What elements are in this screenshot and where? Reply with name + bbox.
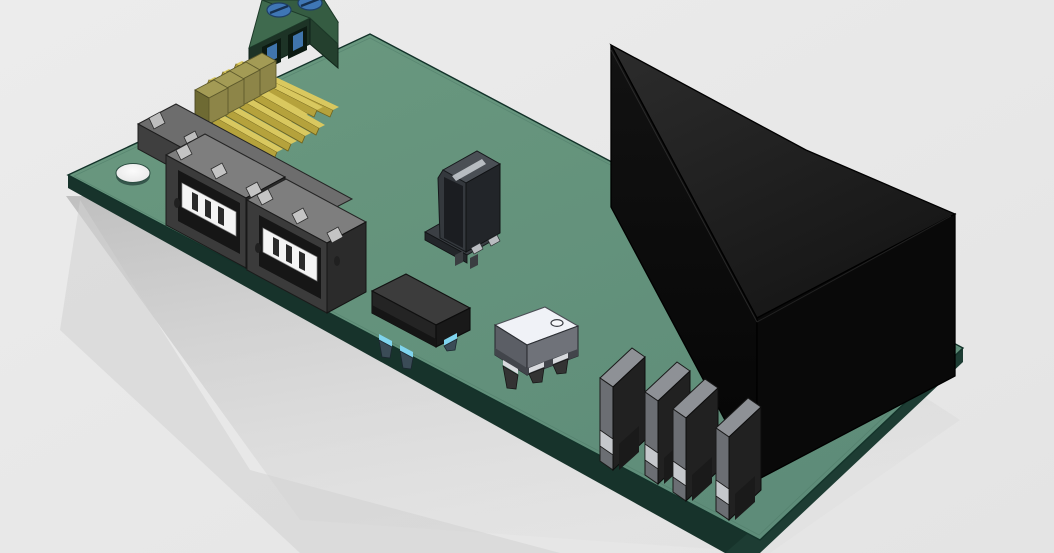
terminal-screw-2 — [297, 0, 323, 11]
usb-c-connector — [423, 150, 502, 269]
mounting-hole — [115, 163, 151, 186]
header-body-4 — [194, 79, 229, 125]
pin-one-dot — [550, 319, 564, 328]
header-pin-row-front — [211, 90, 325, 160]
usb-a-connector-pair — [136, 103, 368, 314]
soic-ic-white — [493, 306, 580, 390]
to220-upright-device-4 — [715, 397, 762, 522]
usb-a-port-2 — [245, 178, 368, 314]
usbc-solder-tabs — [470, 234, 501, 255]
header-plastic-bodies — [194, 52, 277, 125]
terminal-screw-1 — [266, 2, 292, 18]
usbc-shell-right — [465, 163, 501, 253]
to220-upright-row — [599, 347, 762, 522]
terminal-block-rear — [261, 0, 339, 46]
to220-upright-device-1 — [599, 347, 646, 472]
usbc-edge-highlight — [452, 159, 486, 181]
ic-white-pins — [502, 353, 569, 390]
ic-black-pins — [378, 333, 458, 370]
right-angle-pin-header — [194, 52, 339, 160]
terminal-clamp-2 — [293, 31, 303, 51]
pcb-edge-front-left — [68, 175, 760, 553]
soic-ic-black — [370, 273, 472, 370]
to220-upright-device-3 — [672, 378, 719, 503]
isolated-dc-dc-power-module — [609, 43, 957, 482]
